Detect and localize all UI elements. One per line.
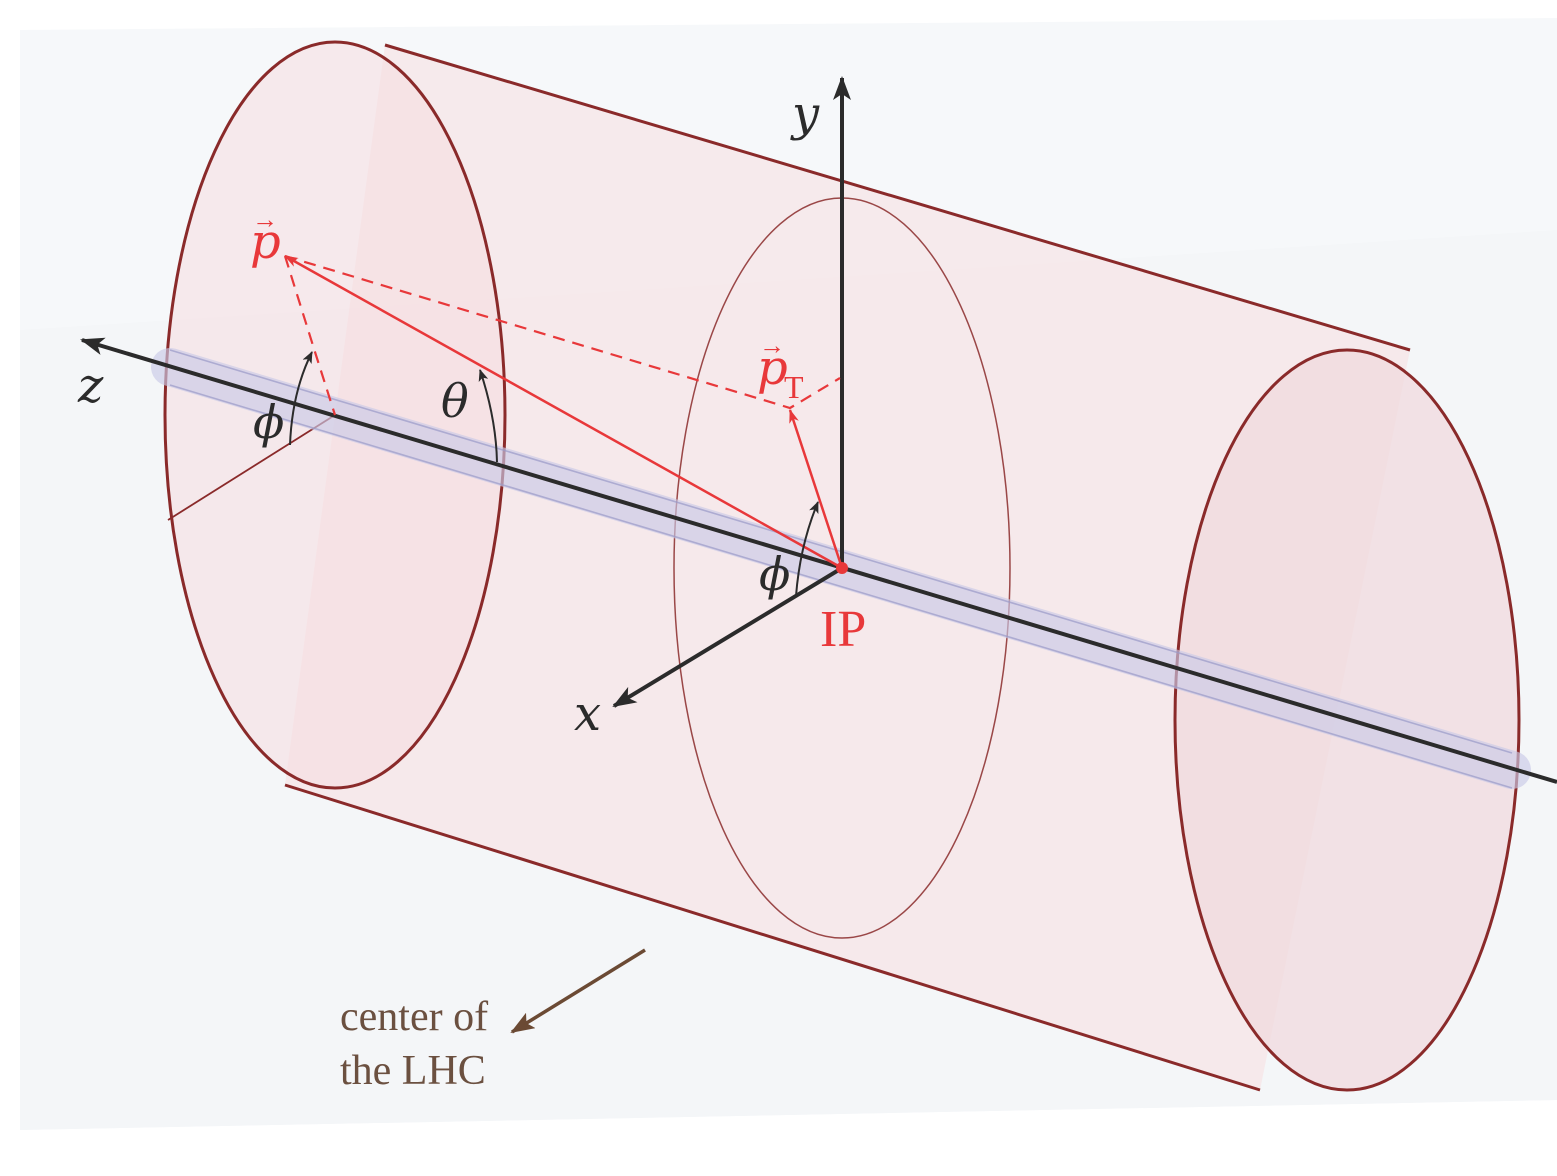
coordinate-axes xyxy=(80,76,1557,784)
x-axis-label: x xyxy=(574,686,601,742)
p-arrow-accent: → xyxy=(252,205,278,234)
pt-label: p xyxy=(757,340,788,396)
lhc-center-label-line2: the LHC xyxy=(340,1048,486,1094)
labels: y z x → p → p T θ ϕ ϕ IP center of the L… xyxy=(77,86,866,1094)
pt-transfer-dashed xyxy=(284,254,841,410)
pt-arrow-accent: → xyxy=(759,331,785,360)
z-axis xyxy=(80,337,1557,784)
pt-subscript: T xyxy=(784,369,804,405)
y-axis-label: y xyxy=(790,86,820,142)
angle-arcs xyxy=(289,351,819,597)
pt-vector xyxy=(788,409,844,569)
cylinder-top-edge xyxy=(384,43,1411,352)
phi-center-arc xyxy=(795,501,819,597)
phi-reference-line xyxy=(167,414,336,521)
p-projection-dashed xyxy=(283,255,337,416)
p-label: p xyxy=(250,214,281,270)
x-axis xyxy=(612,566,844,708)
cylinder-bottom-edge xyxy=(284,783,1261,1092)
theta-label: θ xyxy=(441,374,469,428)
phi-left-arc xyxy=(289,351,313,446)
z-axis-label: z xyxy=(77,358,104,414)
ip-label: IP xyxy=(820,601,866,658)
phi-left-label: ϕ xyxy=(253,395,284,449)
lhc-center-label-line1: center of xyxy=(340,994,488,1040)
ip-dot xyxy=(836,562,848,574)
lhc-center-arrow xyxy=(510,948,646,1034)
momentum-vectors xyxy=(283,254,848,574)
p-vector xyxy=(284,254,843,570)
phi-center-label: ϕ xyxy=(759,547,790,601)
theta-arc xyxy=(478,369,498,463)
